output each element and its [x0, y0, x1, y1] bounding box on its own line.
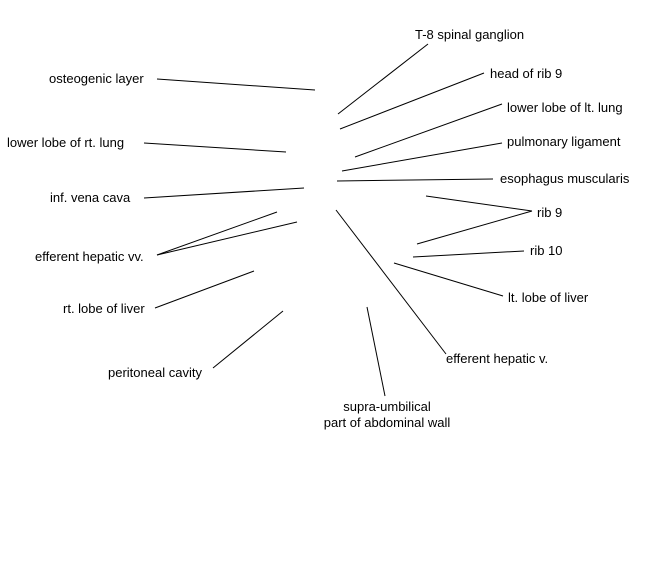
label-supra-umbilical-line-1: supra-umbilical: [343, 399, 431, 414]
leader-line-efferent-hepatic-vv-lower: [156, 221, 298, 256]
label-efferent-hepatic-v: efferent hepatic v.: [446, 351, 549, 366]
leader-line-rib-9-upper: [425, 195, 533, 212]
leader-line-osteogenic-layer: [156, 78, 316, 91]
leader-line-rib-10: [412, 250, 525, 258]
leader-line-supra-umbilical: [366, 306, 386, 397]
leader-line-lower-lobe-rt-lung: [143, 142, 287, 153]
label-head-of-rib-9: head of rib 9: [490, 66, 563, 81]
label-rib-9: rib 9: [537, 205, 563, 220]
leader-line-lt-lobe-of-liver: [393, 262, 504, 297]
label-efferent-hepatic-vv: efferent hepatic vv.: [35, 249, 144, 264]
label-rt-lobe-of-liver: rt. lobe of liver: [63, 301, 145, 316]
leader-line-pulmonary-ligament: [341, 142, 503, 172]
leader-line-efferent-hepatic-vv-upper: [156, 211, 278, 256]
leader-line-efferent-hepatic-v: [335, 209, 447, 355]
label-lower-lobe-lt-lung: lower lobe of lt. lung: [507, 100, 623, 115]
leader-line-peritoneal-cavity: [212, 310, 284, 369]
label-lower-lobe-rt-lung: lower lobe of rt. lung: [7, 135, 125, 150]
leader-line-esophagus-muscularis: [336, 178, 494, 182]
label-pulmonary-ligament: pulmonary ligament: [507, 134, 621, 149]
label-esophagus-muscularis: esophagus muscularis: [500, 171, 630, 186]
leader-line-t8-spinal-ganglion: [337, 43, 429, 115]
label-t8-spinal-ganglion: T-8 spinal ganglion: [415, 27, 525, 42]
label-osteogenic-layer: osteogenic layer: [49, 71, 144, 86]
label-inf-vena-cava: inf. vena cava: [50, 190, 131, 205]
label-lt-lobe-of-liver: lt. lobe of liver: [508, 290, 589, 305]
label-peritoneal-cavity: peritoneal cavity: [108, 365, 202, 380]
leader-line-head-of-rib-9: [339, 72, 485, 130]
leader-line-lower-lobe-lt-lung: [354, 103, 503, 158]
label-rib-10: rib 10: [530, 243, 563, 258]
leader-line-inf-vena-cava: [143, 187, 305, 199]
leader-line-rib-9-lower: [416, 210, 533, 245]
leader-line-rt-lobe-of-liver: [154, 270, 255, 309]
label-supra-umbilical-line-2: part of abdominal wall: [323, 415, 451, 430]
label-supra-umbilical-part-of-abdominal-wall: supra-umbilical part of abdominal wall: [307, 399, 467, 431]
